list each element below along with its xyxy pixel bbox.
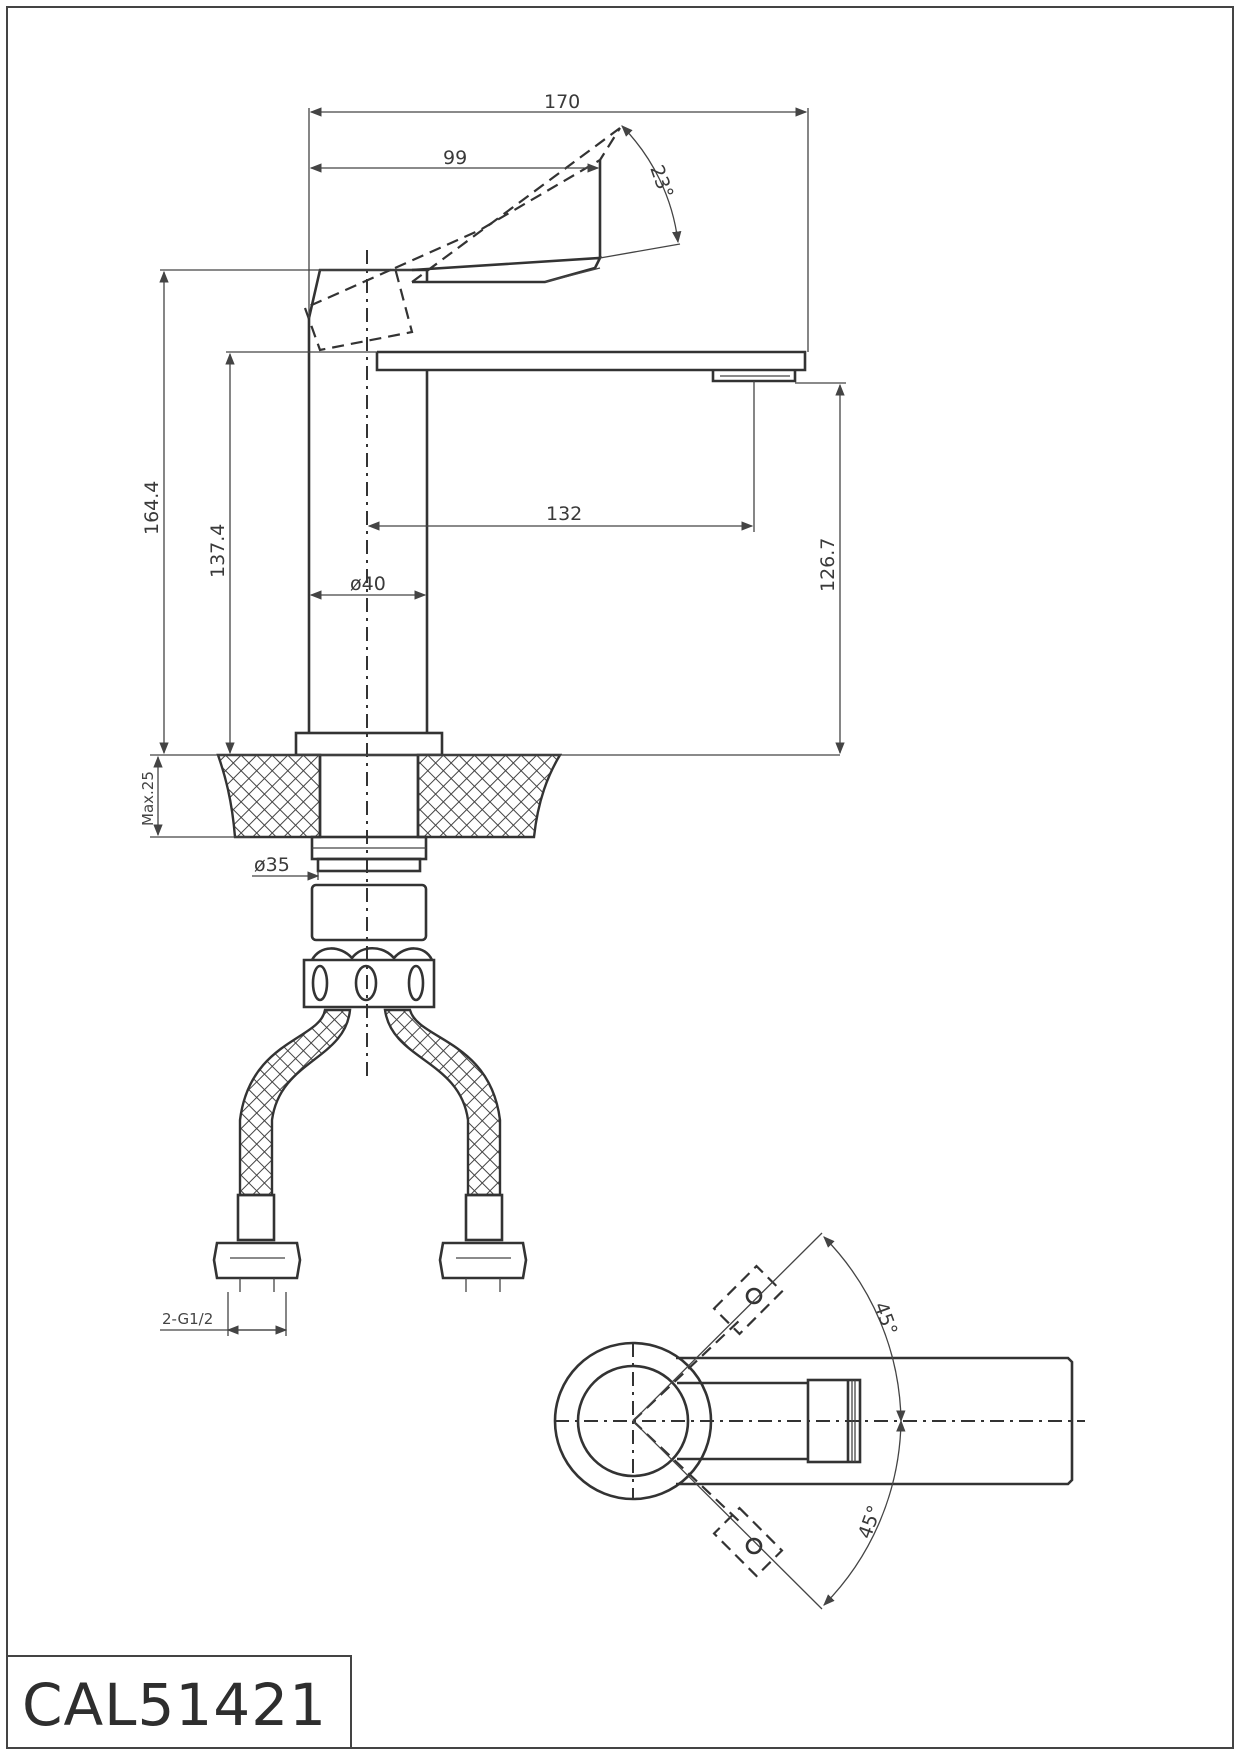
dim-45-upper-label: 45° — [869, 1299, 901, 1338]
dim-deck-thickness: Max.25 — [139, 755, 163, 837]
dim-23-label: 23° — [645, 162, 677, 201]
dim-total-height: 164.4 — [141, 269, 412, 755]
spout — [309, 350, 807, 383]
dim-shank-diameter: ø35 — [252, 854, 320, 881]
dim-164-label: 164.4 — [141, 481, 163, 535]
dim-132-label: 132 — [546, 503, 582, 525]
dim-35-label: ø35 — [254, 854, 290, 876]
countertop-section — [150, 753, 840, 839]
side-view: 170 99 23° 164.4 137.4 132 — [139, 91, 846, 1336]
faucet-body — [294, 268, 444, 757]
drawing-frame — [6, 6, 1234, 1749]
dim-45-lower-label: 45° — [854, 1503, 886, 1542]
dim-40-label: ø40 — [350, 573, 386, 595]
handle — [411, 160, 603, 284]
dim-99-label: 99 — [443, 147, 467, 169]
mounting-shank — [302, 835, 436, 1009]
dim-hose-thread: 2-G1/2 — [160, 1292, 288, 1336]
dim-max25-label: Max.25 — [139, 771, 157, 826]
dim-spout-reach: 132 — [367, 381, 755, 532]
title-block: CAL51421 — [7, 1655, 352, 1748]
dim-handle-angle: 23° — [599, 125, 682, 259]
dim-body-diameter: ø40 — [309, 573, 427, 600]
dim-spout-height: 137.4 — [207, 351, 309, 755]
dim-handle-reach: 99 — [309, 147, 600, 173]
flexible-hoses — [212, 1008, 528, 1292]
dim-126-label: 126.7 — [817, 538, 839, 592]
dim-outlet-height: 126.7 — [795, 382, 846, 755]
dim-170-label: 170 — [544, 91, 580, 113]
model-code: CAL51421 — [22, 1671, 327, 1739]
dim-g12-label: 2-G1/2 — [162, 1310, 213, 1328]
handle-swing-dashed — [632, 1264, 784, 1578]
dim-overall-width: 170 — [308, 91, 809, 352]
handle-raised-dashed — [303, 127, 621, 352]
dim-137-label: 137.4 — [207, 524, 229, 578]
top-view: 45° 45° — [553, 1232, 1085, 1610]
